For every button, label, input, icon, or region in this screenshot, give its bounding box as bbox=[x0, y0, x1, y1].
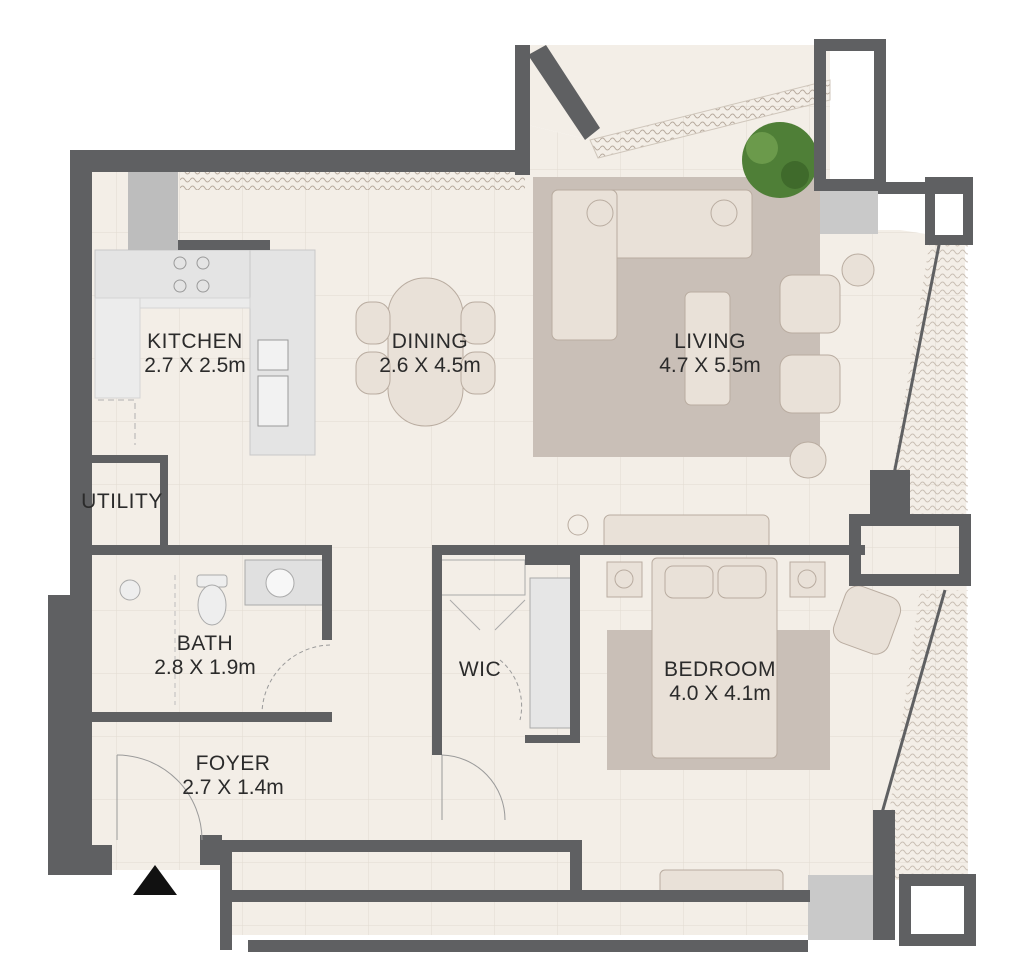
bedroom-furniture bbox=[606, 557, 902, 899]
walls bbox=[48, 39, 976, 952]
entrance-arrow-icon bbox=[133, 865, 177, 895]
room-label-utility: UTILITY bbox=[72, 490, 172, 514]
room-label-kitchen: KITCHEN 2.7 X 2.5m bbox=[120, 330, 270, 378]
dining-set bbox=[355, 277, 496, 427]
doors bbox=[116, 644, 523, 841]
room-dims: 2.8 X 1.9m bbox=[154, 656, 256, 680]
room-dims: 2.7 X 2.5m bbox=[144, 354, 246, 378]
room-label-bedroom: BEDROOM 4.0 X 4.1m bbox=[640, 658, 800, 706]
room-dims: 4.7 X 5.5m bbox=[659, 354, 761, 378]
room-name: UTILITY bbox=[81, 490, 163, 513]
plant bbox=[742, 122, 818, 198]
room-name: FOYER bbox=[195, 752, 271, 775]
room-name: BEDROOM bbox=[663, 658, 776, 681]
room-dims: 2.6 X 4.5m bbox=[379, 354, 481, 378]
room-name: DINING bbox=[391, 330, 469, 353]
room-label-dining: DINING 2.6 X 4.5m bbox=[355, 330, 505, 378]
kitchen-counters bbox=[94, 172, 316, 456]
living-furniture bbox=[551, 189, 875, 551]
room-dims: 2.7 X 1.4m bbox=[182, 776, 284, 800]
room-label-bath: BATH 2.8 X 1.9m bbox=[130, 632, 280, 680]
bath-fixtures bbox=[119, 559, 324, 705]
room-label-living: LIVING 4.7 X 5.5m bbox=[630, 330, 790, 378]
room-dims: 4.0 X 4.1m bbox=[669, 682, 771, 706]
room-name: BATH bbox=[176, 632, 234, 655]
room-name: WIC bbox=[458, 658, 502, 681]
room-name: KITCHEN bbox=[147, 330, 243, 353]
room-name: LIVING bbox=[674, 330, 746, 353]
room-label-foyer: FOYER 2.7 X 1.4m bbox=[158, 752, 308, 800]
room-label-wic: WIC bbox=[445, 658, 515, 682]
windows bbox=[180, 79, 968, 940]
